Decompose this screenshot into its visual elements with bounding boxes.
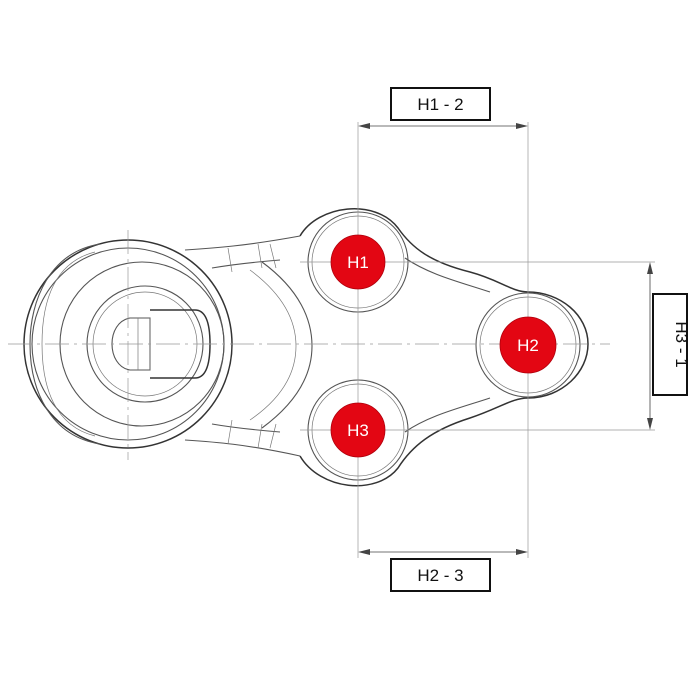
housing-side-left-inner — [41, 251, 96, 437]
dim-box-h3-h1: H3 - 1 — [652, 293, 691, 396]
lower-arm-outer — [184, 439, 301, 457]
dim-arrow-h3-h1-top — [647, 262, 653, 274]
upper-arm-inner — [211, 259, 281, 269]
dim-arrow-h1-h2-right — [516, 123, 528, 129]
dim-arrow-h2-h3-right — [516, 549, 528, 555]
dim-arrow-h2-h3-left — [358, 549, 370, 555]
stud-base-inner — [92, 291, 198, 397]
hole-h3: H3 — [330, 402, 386, 458]
hole-h1-label: H1 — [347, 253, 369, 272]
dim-label-h3-h1: H3 - 1 — [672, 321, 691, 367]
upper-arm-outer — [184, 235, 301, 251]
lower-rib — [227, 419, 277, 449]
upper-rib — [227, 243, 277, 273]
flange-outline — [299, 208, 589, 487]
dim-box-h2-h3: H2 - 3 — [390, 558, 491, 592]
web-curve-outer — [261, 261, 313, 429]
dim-box-h1-h2: H1 - 2 — [390, 87, 491, 121]
dim-label-h1-h2: H1 - 2 — [417, 95, 463, 114]
dim-arrow-h1-h2-left — [358, 123, 370, 129]
upper-lobe-inner — [404, 257, 491, 293]
dim-label-h2-h3: H2 - 3 — [417, 566, 463, 585]
lower-arm-inner — [211, 423, 281, 433]
dim-arrow-h3-h1-bottom — [647, 418, 653, 430]
web-curve-inner — [249, 269, 297, 421]
hole-h2: H2 — [499, 316, 557, 374]
hole-h3-label: H3 — [347, 421, 369, 440]
hole-h2-label: H2 — [517, 336, 539, 355]
hole-h1: H1 — [330, 234, 386, 290]
stud-end — [111, 317, 151, 371]
lower-lobe-inner — [404, 397, 491, 433]
